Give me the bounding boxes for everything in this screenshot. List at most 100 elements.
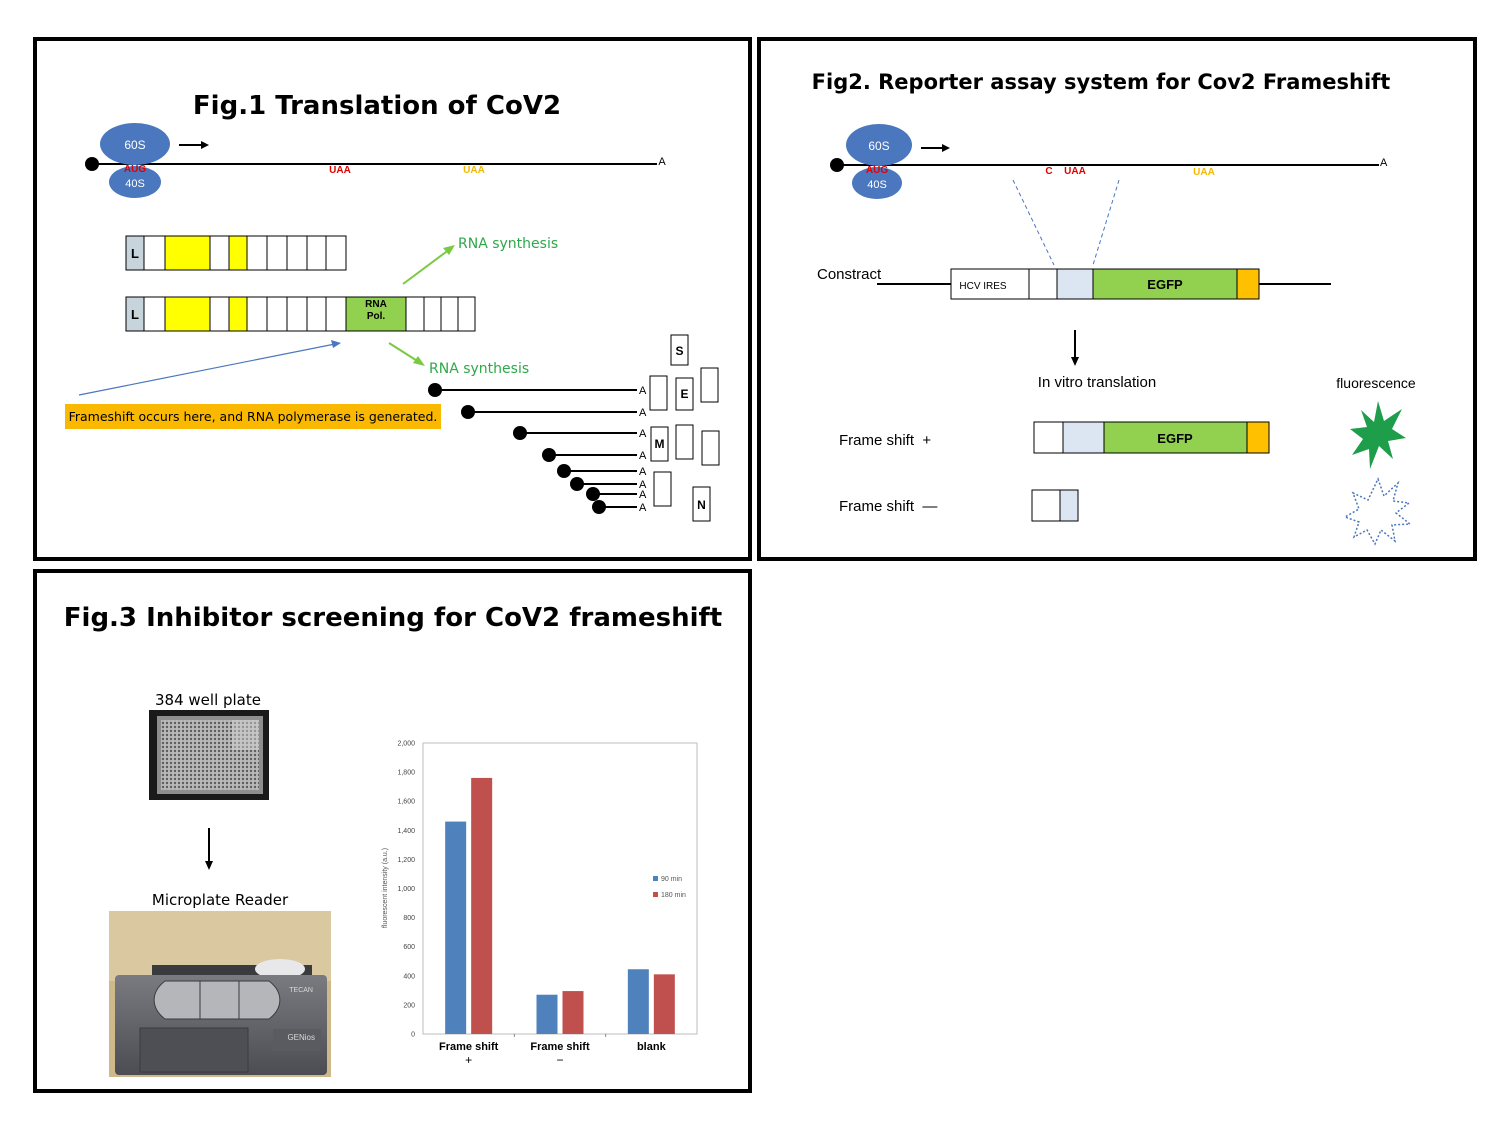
ribosome-40s-icon xyxy=(852,167,902,199)
y-ticks: 02004006008001,0001,2001,4001,6001,8002,… xyxy=(397,741,415,1039)
x-labels: Frame shift+Frame shift−blank xyxy=(439,1034,667,1067)
fluorescence-star-icon xyxy=(1350,401,1406,469)
fig2-title: Fig2. Reporter assay system for Cov2 Fra… xyxy=(812,70,1391,94)
rna-pol-label-2: Pol. xyxy=(367,311,386,322)
stop-codon-2: UAA xyxy=(1193,167,1215,178)
hcv-ires-label: HCV IRES xyxy=(959,281,1007,292)
frameshift-plus-label: Frame shift + xyxy=(839,432,931,449)
legend-swatch xyxy=(653,876,658,881)
y-tick-label: 0 xyxy=(411,1032,415,1039)
fluorescence-bar-chart: fluorescent intensity (a.u.) 0 200 400 600 8… xyxy=(382,741,698,1067)
frameshift-plus-product xyxy=(1033,421,1270,454)
y-tick-label: 1,400 xyxy=(397,828,415,835)
ribosome-60s-label: 60S xyxy=(124,138,145,152)
fig1-panel: Fig.1 Translation of CoV2 A 60S 40S AUG … xyxy=(33,37,752,561)
y-tick-label: 400 xyxy=(403,973,415,980)
rna-polymerase-segment xyxy=(345,296,407,332)
chart-plot-area xyxy=(422,742,698,1035)
rna-pol-label-1: RNA xyxy=(365,299,387,310)
ribosome-60s-icon xyxy=(846,124,912,166)
x-tick-sublabel: − xyxy=(556,1053,563,1067)
leader-label-1: L xyxy=(131,246,139,261)
microplate-reader-photo xyxy=(109,911,331,1077)
egfp-label: EGFP xyxy=(1147,277,1183,292)
c-mark: C xyxy=(1045,166,1052,177)
bar xyxy=(445,821,467,1034)
y-tick-label: 1,800 xyxy=(397,770,415,777)
x-tick-sublabel: + xyxy=(465,1053,472,1067)
bars xyxy=(445,777,675,1034)
arrowhead-icon xyxy=(942,144,950,152)
y-tick-label: 1,200 xyxy=(397,857,415,864)
y-axis-label: fluorescent intensity (a.u.) xyxy=(382,848,389,928)
protein-n-label: N xyxy=(697,498,706,512)
blue-arrow-icon xyxy=(78,343,336,396)
stop-codon-1: UAA xyxy=(1064,166,1086,177)
chart-legend: 90 min 180 min xyxy=(653,876,686,899)
fig2-panel: Fig2. Reporter assay system for Cov2 Fra… xyxy=(757,37,1477,561)
fig3-panel: Fig.3 Inhibitor screening for CoV2 frame… xyxy=(33,569,752,1093)
stop-codon-2: UAA xyxy=(463,165,485,176)
legend-label: 90 min xyxy=(661,876,682,883)
cap-icon xyxy=(85,157,99,171)
reader-label: Microplate Reader xyxy=(152,891,289,909)
fig1-title: Fig.1 Translation of CoV2 xyxy=(193,91,561,121)
down-arrowhead-icon xyxy=(205,861,213,870)
polya-tail: A xyxy=(1380,157,1388,169)
orf1a-bar xyxy=(125,235,347,271)
zoom-line-left xyxy=(1012,179,1055,266)
x-tick-label: Frame shift xyxy=(530,1041,590,1053)
frameshift-minus-label: Frame shift — xyxy=(839,498,937,515)
zoom-line-right xyxy=(1092,179,1120,266)
stop-codon-1: UAA xyxy=(329,165,351,176)
fig1-diagram: Fig.1 Translation of CoV2 A 60S 40S AUG … xyxy=(65,91,720,522)
arrowhead-icon xyxy=(201,141,209,149)
green-arrowhead-2-icon xyxy=(413,356,425,366)
green-arrow-2-icon xyxy=(388,342,420,363)
polya-6: A xyxy=(639,479,647,491)
x-tick-label: blank xyxy=(637,1041,667,1053)
frameshift-callout xyxy=(65,404,441,429)
protein-m-label: M xyxy=(655,437,665,451)
bar xyxy=(627,969,649,1034)
cap-icon xyxy=(830,158,844,172)
legend-label: 180 min xyxy=(661,892,686,899)
y-tick-label: 1,600 xyxy=(397,799,415,806)
reporter-construct xyxy=(950,268,1260,300)
legend-swatch xyxy=(653,892,658,897)
polya-tail: A xyxy=(658,156,666,168)
protein-boxes xyxy=(649,334,720,522)
ribosome-40s-icon xyxy=(109,166,161,198)
polya-8: A xyxy=(639,502,647,514)
start-codon: AUG xyxy=(124,164,146,175)
rna-synthesis-label-1: RNA synthesis xyxy=(458,236,558,252)
y-tick-label: 600 xyxy=(403,944,415,951)
reader-brand: TECAN xyxy=(289,987,313,994)
x-tick-label: Frame shift xyxy=(439,1041,499,1053)
protein-s-label: S xyxy=(675,344,683,358)
fig3-panel-svg: Fig.3 Inhibitor screening for CoV2 frame… xyxy=(64,603,722,1077)
in-vitro-label: In vitro translation xyxy=(1038,374,1156,391)
y-tick-label: 200 xyxy=(403,1002,415,1009)
bar xyxy=(536,994,558,1034)
polya-2: A xyxy=(639,407,647,419)
polya-1: A xyxy=(639,385,647,397)
fig3-title: Fig.3 Inhibitor screening for CoV2 frame… xyxy=(64,603,722,633)
subgenomic-rnas xyxy=(428,383,637,514)
construct-label: Constract xyxy=(817,266,882,283)
polya-4: A xyxy=(639,450,647,462)
frameshift-minus-product xyxy=(1031,489,1079,522)
green-arrowhead-1-icon xyxy=(443,245,455,255)
ribosome-60s-icon xyxy=(100,123,170,165)
y-tick-label: 2,000 xyxy=(397,741,415,748)
protein-e-label: E xyxy=(680,387,688,401)
no-fluorescence-star-icon xyxy=(1343,477,1413,546)
well-plate-photo xyxy=(149,710,269,800)
ribosome-60s-label: 60S xyxy=(868,139,889,153)
polya-3: A xyxy=(639,428,647,440)
polya-5: A xyxy=(639,466,647,478)
plate-label: 384 well plate xyxy=(155,691,261,709)
ribosome-40s-label: 40S xyxy=(867,179,887,191)
ribosome-40s-label: 40S xyxy=(125,178,145,190)
y-tick-label: 800 xyxy=(403,915,415,922)
